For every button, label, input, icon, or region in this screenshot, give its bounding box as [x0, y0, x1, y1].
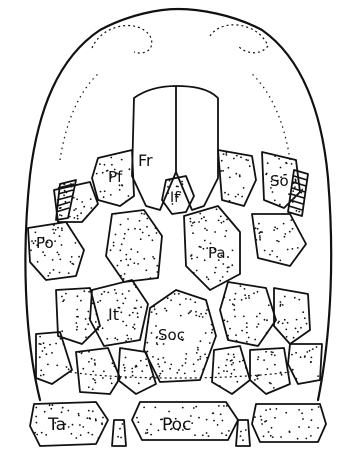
- peg-right: [236, 420, 250, 446]
- label-postorbital: Po: [36, 234, 54, 252]
- bone-posterior-left-1: [76, 348, 120, 394]
- stipple-bone-lateral-right-2: [291, 346, 319, 380]
- bone-frontal-right: [176, 86, 218, 210]
- stipple-bone-lateral-left-2: [38, 336, 69, 377]
- stipple-bone-posterior-right-2: [254, 351, 283, 389]
- peg-left: [112, 420, 126, 446]
- stipple-bone-intertemporal-right: [223, 285, 269, 342]
- bone-posterior-left-2: [118, 348, 156, 394]
- label-intertemporal: It: [108, 305, 119, 324]
- label-frontal: Fr: [138, 151, 153, 170]
- bone-tabular-left: [30, 402, 108, 446]
- stipple-peg-right: [240, 429, 247, 441]
- stipple-bone-tabular-left: [34, 404, 104, 439]
- stipple-bone-postorbital-right: [255, 219, 299, 261]
- stipple-bone-prefrontal-right: [220, 152, 250, 202]
- stipple-bone-lateral-left-1: [61, 290, 97, 338]
- label-supraorbital: So: [270, 172, 289, 190]
- label-postoccipital: Poc: [162, 415, 191, 435]
- bone-prefrontal-right: [218, 150, 256, 206]
- bone-lateral-right-2: [288, 344, 322, 384]
- stipple-bone-lateral-right-1: [277, 296, 307, 339]
- bone-posterior-right-2: [250, 348, 290, 394]
- bone-intertemporal-left: [90, 280, 148, 346]
- label-prefrontal: Pf: [108, 168, 123, 186]
- bone-lateral-right-1: [274, 288, 310, 344]
- stipple-bone-tabular-right: [254, 406, 319, 440]
- stipple-peg-left: [117, 423, 123, 438]
- stipple-bone-posterior-right-1: [218, 353, 247, 386]
- label-parietal: Pa.: [208, 244, 230, 262]
- stipple-bone-parietal-left: [110, 213, 159, 280]
- stipple-bone-posterior-left-1: [79, 351, 116, 390]
- bone-posterior-right-1: [212, 346, 250, 394]
- label-interfrontal: If: [170, 190, 180, 206]
- label-supraoccipital: Soc: [158, 326, 185, 344]
- label-tabular: Ta: [47, 415, 66, 435]
- dotted-margin-right: [250, 72, 290, 160]
- dotted-margin-left: [60, 72, 100, 160]
